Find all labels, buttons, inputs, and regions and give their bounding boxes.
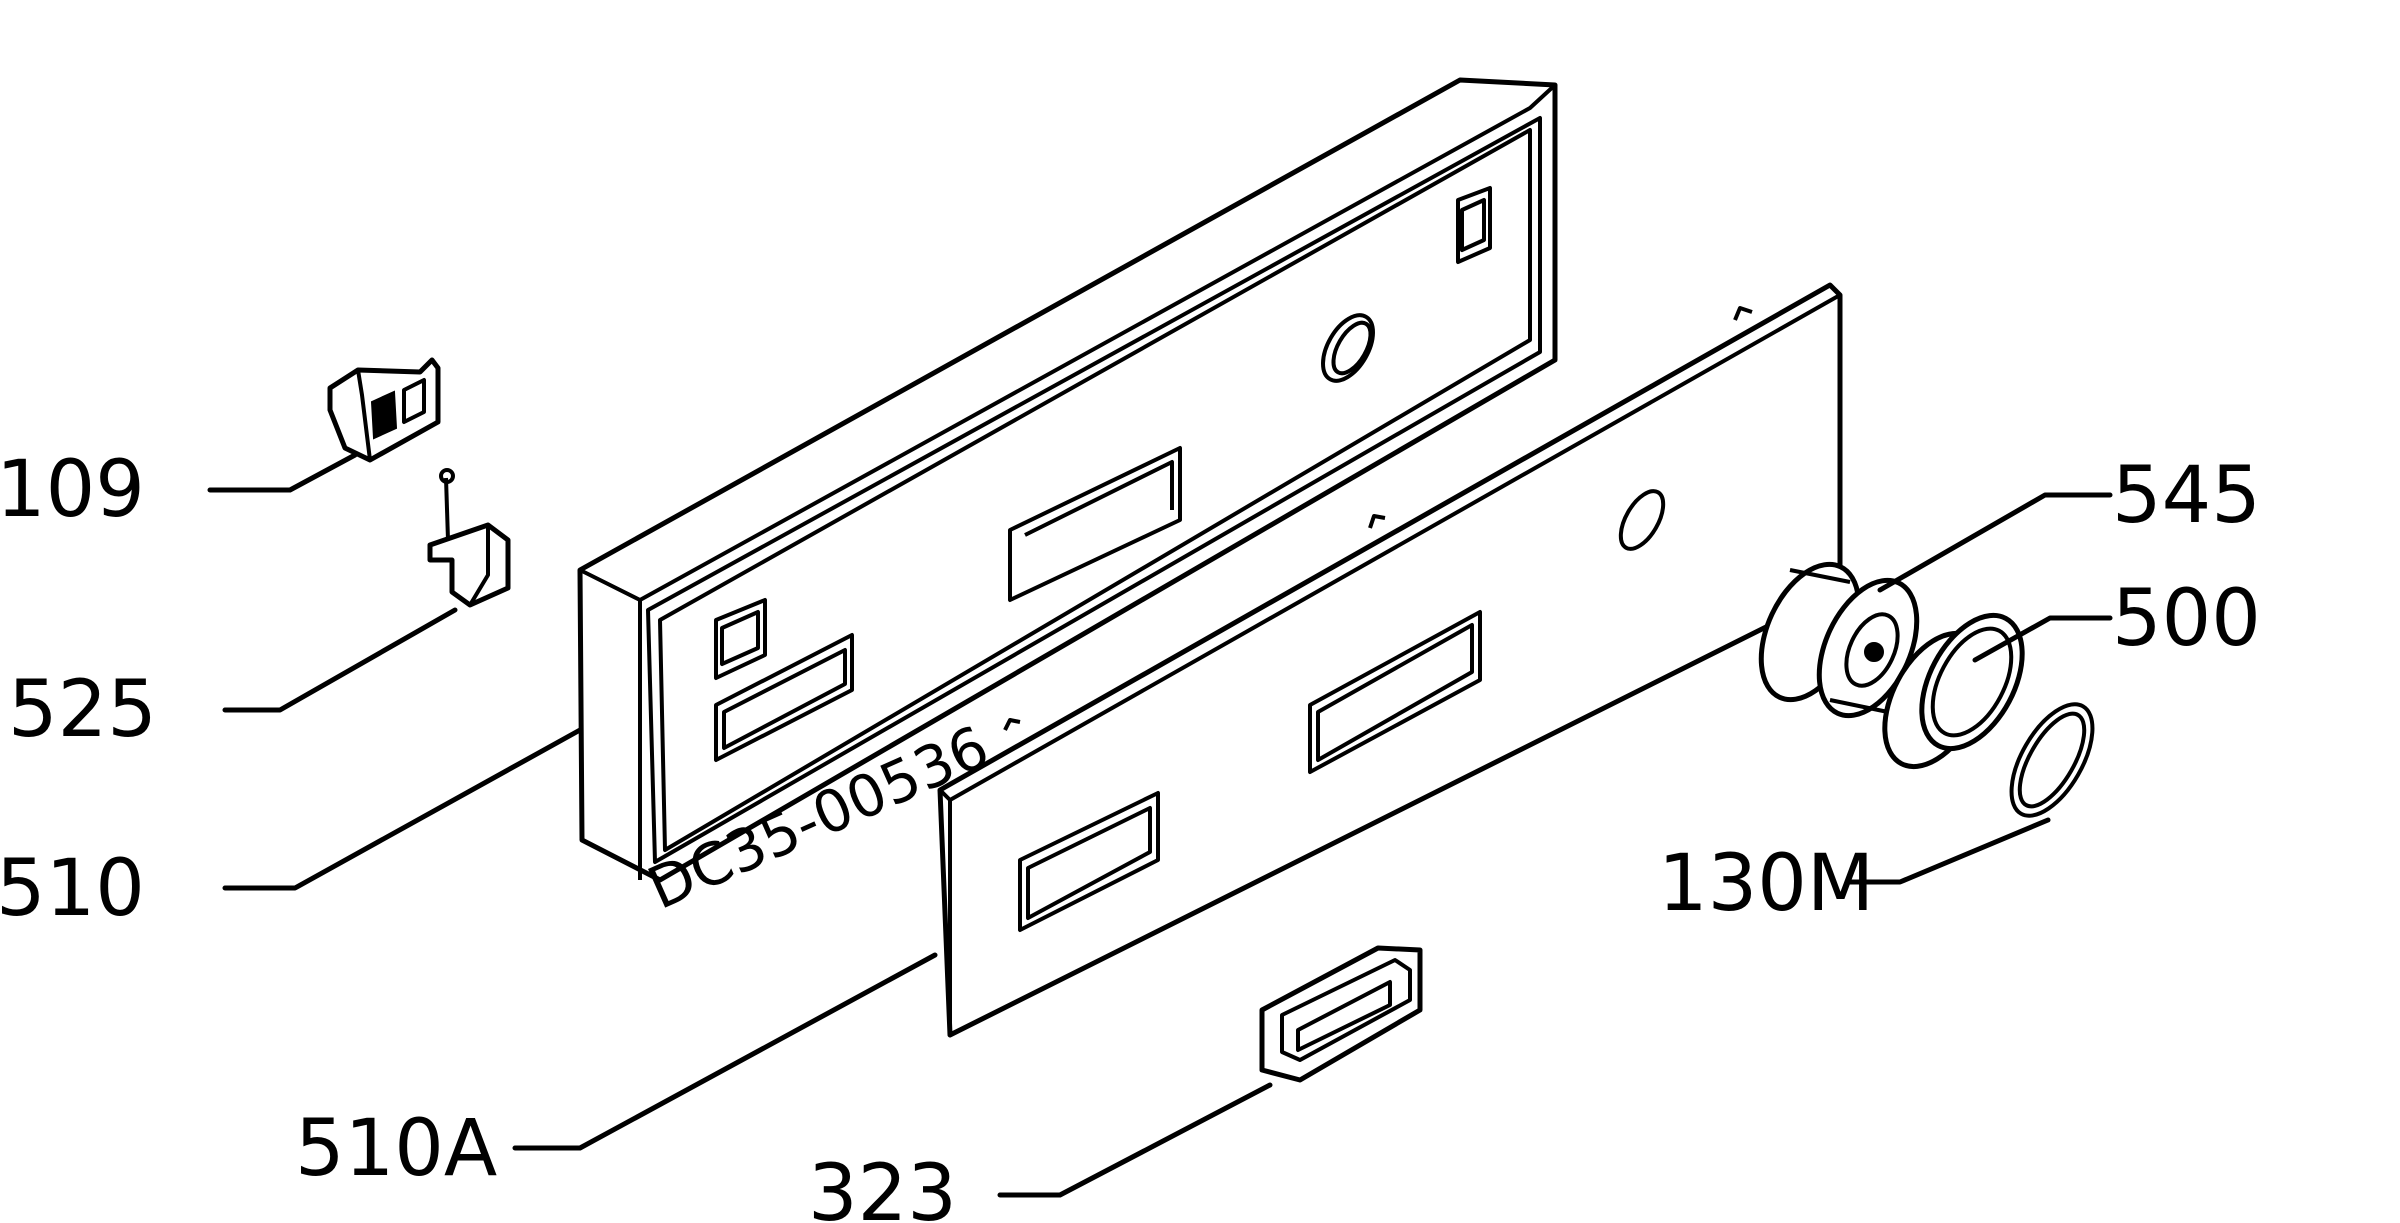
label-510: 510 xyxy=(0,844,145,934)
label-109: 109 xyxy=(0,445,145,535)
label-525: 525 xyxy=(8,665,157,755)
part-510A-decor-panel xyxy=(937,282,1843,1038)
part-525-lever xyxy=(427,468,511,608)
label-130M: 130M xyxy=(1658,839,1874,929)
part-130M-ring xyxy=(2009,702,2095,818)
leader-510A xyxy=(512,952,938,1151)
leader-130M xyxy=(1845,817,2051,885)
part-109-clip xyxy=(327,357,441,463)
part-510-control-panel: DC35-00536 xyxy=(577,77,1558,923)
leader-510 xyxy=(222,727,583,891)
label-510A: 510A xyxy=(295,1104,497,1194)
part-545-knob xyxy=(1758,561,1920,719)
part-labels: 109 525 510 510A 323 545 500 130M xyxy=(0,445,2261,1223)
leader-109 xyxy=(207,452,358,493)
leader-lines xyxy=(207,452,2113,1198)
label-545: 545 xyxy=(2112,451,2261,541)
leader-500 xyxy=(1972,615,2113,663)
label-500: 500 xyxy=(2112,574,2261,664)
leader-323 xyxy=(997,1082,1273,1198)
leader-545 xyxy=(1877,492,2113,593)
part-323-button-frame xyxy=(1259,945,1423,1083)
leader-525 xyxy=(222,607,458,713)
label-323: 323 xyxy=(808,1149,957,1223)
